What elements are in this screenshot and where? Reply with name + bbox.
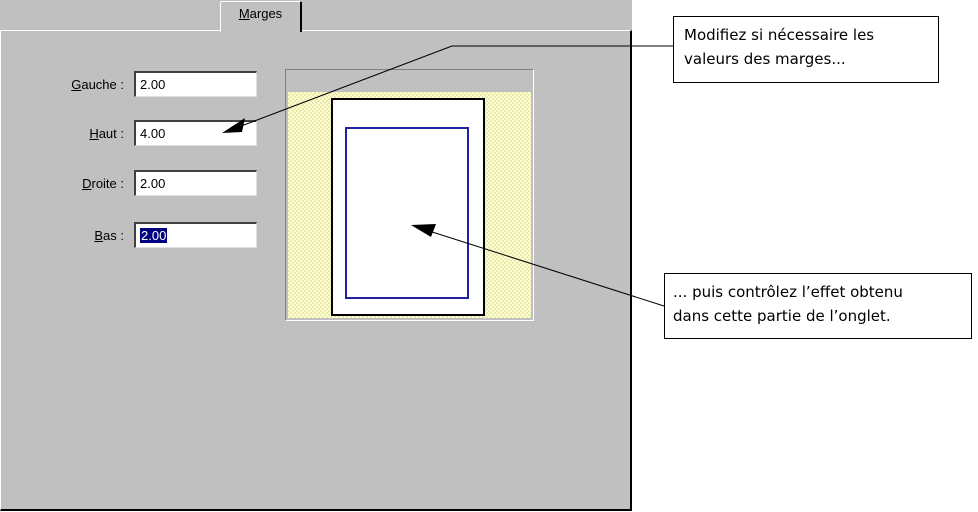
bas-input[interactable]: 2.00 bbox=[134, 222, 257, 248]
callout-bottom: ... puis contrôlez l’effet obtenu dans c… bbox=[664, 273, 972, 339]
arrow-top-line bbox=[235, 45, 453, 129]
label-droite: Droite : bbox=[82, 176, 124, 191]
tab-marges[interactable]: Marges bbox=[220, 1, 302, 32]
callout-top: Modifiez si nécessaire les valeurs des m… bbox=[673, 16, 939, 83]
arrow-bottom-line bbox=[425, 229, 665, 307]
label-gauche: Gauche : bbox=[71, 77, 124, 92]
preview-page bbox=[331, 98, 485, 316]
gauche-input[interactable]: 2.00 bbox=[134, 71, 257, 97]
selected-value: 2.00 bbox=[140, 228, 168, 243]
preview-margin-area bbox=[345, 127, 469, 299]
arrow-top-head bbox=[222, 118, 245, 133]
margin-preview bbox=[285, 69, 534, 321]
label-bas: Bas : bbox=[94, 228, 124, 243]
arrow-bottom-head bbox=[411, 224, 436, 237]
label-haut: Haut : bbox=[89, 126, 124, 141]
droite-input[interactable]: 2.00 bbox=[134, 170, 257, 196]
